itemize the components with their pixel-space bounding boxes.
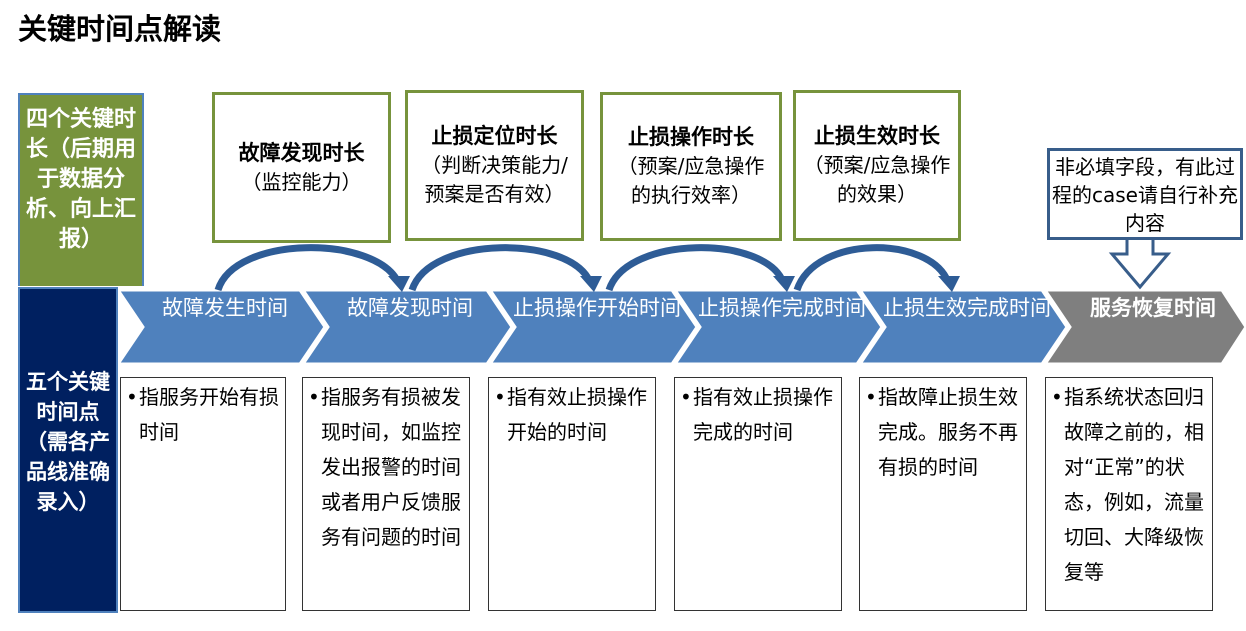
duration-title: 止损定位时长	[431, 124, 558, 148]
chevrons	[115, 288, 1246, 366]
bullet: •	[1051, 385, 1063, 409]
timepoint-label: 止损操作完成时间	[698, 296, 866, 320]
desc-text: 指故障止损生效完成。服务不再有损的时间	[878, 385, 1018, 479]
timepoint-label: 故障发生时间	[162, 296, 288, 320]
desc-text: 指有效止损操作开始的时间	[507, 385, 647, 444]
timepoint-label: 故障发现时间	[347, 296, 473, 320]
chevron-2	[300, 288, 514, 366]
arcs	[214, 244, 952, 292]
timepoints-label: 五个关键时间点（需各产品线准确录入）	[18, 287, 118, 613]
duration-desc: （监控能力）	[241, 169, 362, 194]
timepoint-desc: •指服务开始有损时间	[120, 377, 286, 611]
timepoint-desc: •指服务有损被发现时间，如监控发出报警的时间或者用户反馈服务有问题的时间	[302, 377, 470, 611]
duration-box: 止损操作时长 （预案/应急操作的执行效率）	[600, 92, 782, 241]
timepoint-desc: •指系统状态回归故障之前的，相对“正常”的状态，例如，流量切回、大降级恢复等	[1045, 377, 1213, 611]
duration-title: 止损操作时长	[628, 125, 754, 149]
duration-desc: （判断决策能力/预案是否有效）	[421, 153, 568, 206]
chevron-3	[487, 288, 699, 366]
chevron-1	[115, 288, 327, 366]
desc-text: 指服务开始有损时间	[139, 385, 279, 444]
duration-box: 止损定位时长 （判断决策能力/预案是否有效）	[405, 90, 584, 241]
timepoint-label: 止损生效完成时间	[883, 296, 1051, 320]
duration-box: 止损生效时长 （预案/应急操作的效果）	[793, 90, 961, 241]
chevron-6	[1042, 288, 1246, 366]
chevron-4	[672, 288, 884, 366]
callout-arrow	[1108, 236, 1172, 290]
desc-text: 指服务有损被发现时间，如监控发出报警的时间或者用户反馈服务有问题的时间	[321, 385, 461, 549]
arc-2	[408, 244, 594, 292]
page-title: 关键时间点解读	[18, 12, 222, 46]
arc-1	[214, 244, 402, 292]
durations-label: 四个关键时长（后期用于数据分析、向上汇报）	[18, 93, 144, 286]
duration-box: 故障发现时长 （监控能力）	[212, 92, 391, 243]
duration-title: 止损生效时长	[814, 124, 940, 148]
arc-4	[793, 244, 952, 292]
timepoint-desc: •指有效止损操作完成的时间	[674, 377, 842, 611]
chevron-5	[857, 288, 1069, 366]
optional-field-callout: 非必填字段，有此过程的case请自行补充内容	[1047, 148, 1243, 240]
duration-desc: （预案/应急操作的效果）	[803, 153, 951, 206]
duration-desc: （预案/应急操作的执行效率）	[617, 154, 765, 207]
arc-3	[605, 244, 787, 292]
arc-arrowheads	[388, 276, 960, 292]
timepoint-desc: •指故障止损生效完成。服务不再有损的时间	[859, 377, 1027, 611]
bullet: •	[308, 385, 320, 409]
bullet: •	[494, 385, 506, 409]
duration-title: 故障发现时长	[238, 140, 365, 165]
bullet: •	[865, 385, 877, 409]
bullet: •	[680, 385, 692, 409]
timepoint-label: 服务恢复时间	[1090, 296, 1216, 320]
timepoint-label: 止损操作开始时间	[513, 296, 681, 320]
timepoint-desc: •指有效止损操作开始的时间	[488, 377, 656, 611]
desc-text: 指有效止损操作完成的时间	[693, 385, 833, 444]
desc-text: 指系统状态回归故障之前的，相对“正常”的状态，例如，流量切回、大降级恢复等	[1064, 385, 1204, 584]
bullet: •	[126, 385, 138, 409]
